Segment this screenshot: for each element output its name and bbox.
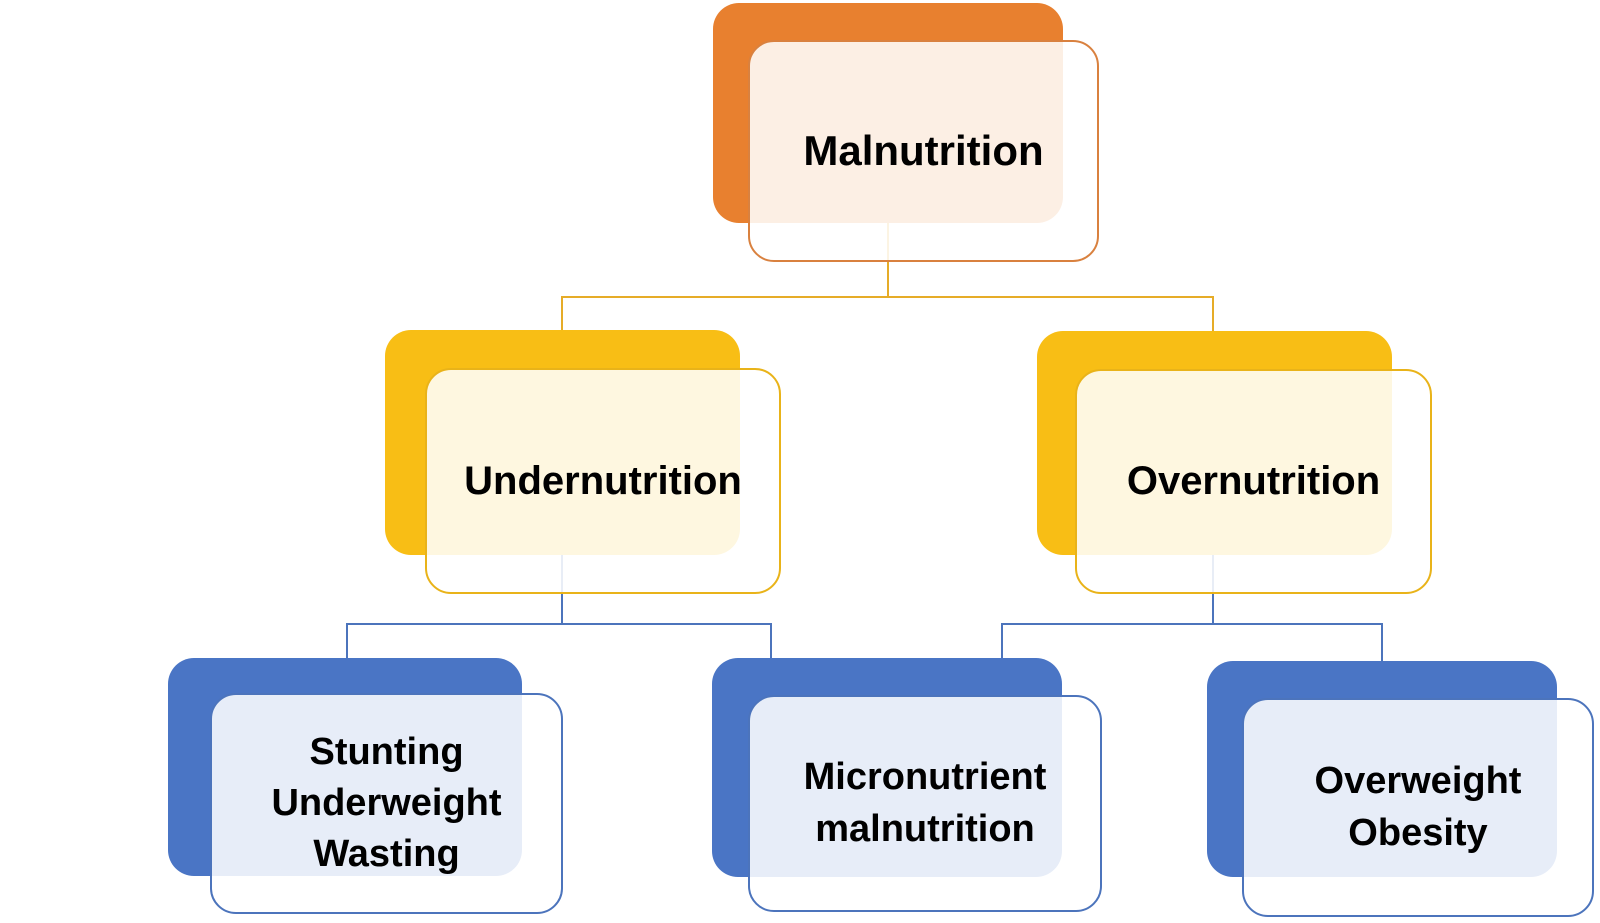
- node-stunting-box: Stunting Underweight Wasting: [210, 693, 563, 914]
- node-undernutrition-label: Undernutrition: [464, 458, 742, 503]
- node-overnutrition-box: Overnutrition: [1075, 369, 1432, 594]
- node-malnutrition-box: Malnutrition: [748, 40, 1099, 262]
- node-micronutrient-label-line2: malnutrition: [815, 807, 1035, 850]
- node-overweight-label-line2: Obesity: [1348, 811, 1488, 854]
- node-stunting-label: Stunting Underweight Wasting: [271, 727, 501, 881]
- node-overweight-label-line1: Overweight: [1314, 760, 1522, 803]
- node-malnutrition-label: Malnutrition: [803, 127, 1044, 174]
- node-overweight-box: Overweight Obesity: [1242, 698, 1594, 917]
- node-undernutrition-box: Undernutrition: [425, 368, 781, 594]
- node-stunting-label-line3: Wasting: [313, 833, 460, 876]
- node-micronutrient-label-line1: Micronutrient: [803, 756, 1047, 799]
- node-overweight-label: Overweight Obesity: [1315, 756, 1522, 859]
- node-micronutrient-label: Micronutrient malnutrition: [804, 752, 1047, 855]
- node-stunting-label-line1: Stunting: [309, 730, 464, 773]
- node-overnutrition-label: Overnutrition: [1126, 459, 1381, 503]
- node-micronutrient-box: Micronutrient malnutrition: [748, 695, 1102, 912]
- node-stunting-label-line2: Underweight: [271, 781, 502, 824]
